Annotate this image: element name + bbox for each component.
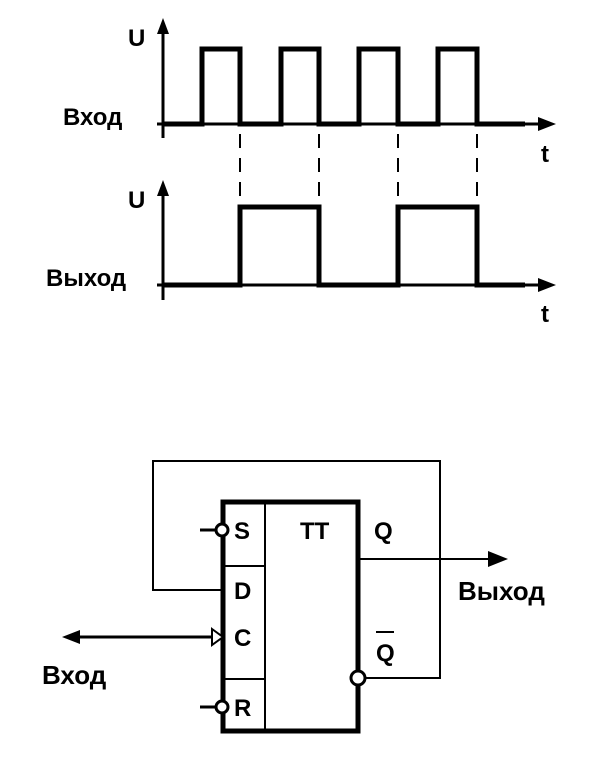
feedback-wire	[152, 460, 441, 679]
output-u-label: U	[128, 187, 145, 214]
input-u-axis-arrow	[157, 18, 169, 34]
output-square-wave	[163, 204, 525, 288]
flipflop-body	[220, 499, 361, 734]
clock-edge-triangle-icon	[211, 627, 225, 647]
input-square-wave	[163, 46, 525, 127]
output-u-axis-arrow	[157, 180, 169, 196]
flipflop-type-label: TT	[300, 518, 330, 545]
input-signal-label: Вход	[63, 104, 122, 131]
q-bar-inverter-bubble	[349, 669, 367, 687]
pin-s-label: S	[234, 518, 250, 545]
q-output-arrow	[488, 551, 508, 567]
alignment-guides	[239, 134, 478, 198]
input-t-label: t	[541, 141, 549, 168]
r-inverter-bubble	[214, 699, 230, 715]
s-inverter-bubble	[214, 522, 230, 538]
input-u-label: U	[128, 25, 145, 52]
input-t-axis-arrow	[538, 117, 556, 131]
q-bar-output-label: Q	[376, 640, 395, 667]
q-output-label: Q	[374, 518, 393, 545]
output-t-axis-arrow	[538, 278, 556, 292]
output-signal-label: Выход	[46, 265, 126, 292]
input-wire-arrow	[62, 630, 80, 644]
output-timing-diagram: U t Выход	[46, 180, 556, 328]
flipflop-circuit: S D C R TT Q Выход Q Вход	[42, 460, 545, 734]
pin-d-label: D	[234, 578, 251, 605]
output-label: Выход	[458, 576, 545, 606]
input-timing-diagram: U t Вход	[63, 18, 556, 168]
pin-c-label: C	[234, 625, 251, 652]
output-t-label: t	[541, 301, 549, 328]
pin-r-label: R	[234, 695, 251, 722]
input-label: Вход	[42, 660, 107, 690]
